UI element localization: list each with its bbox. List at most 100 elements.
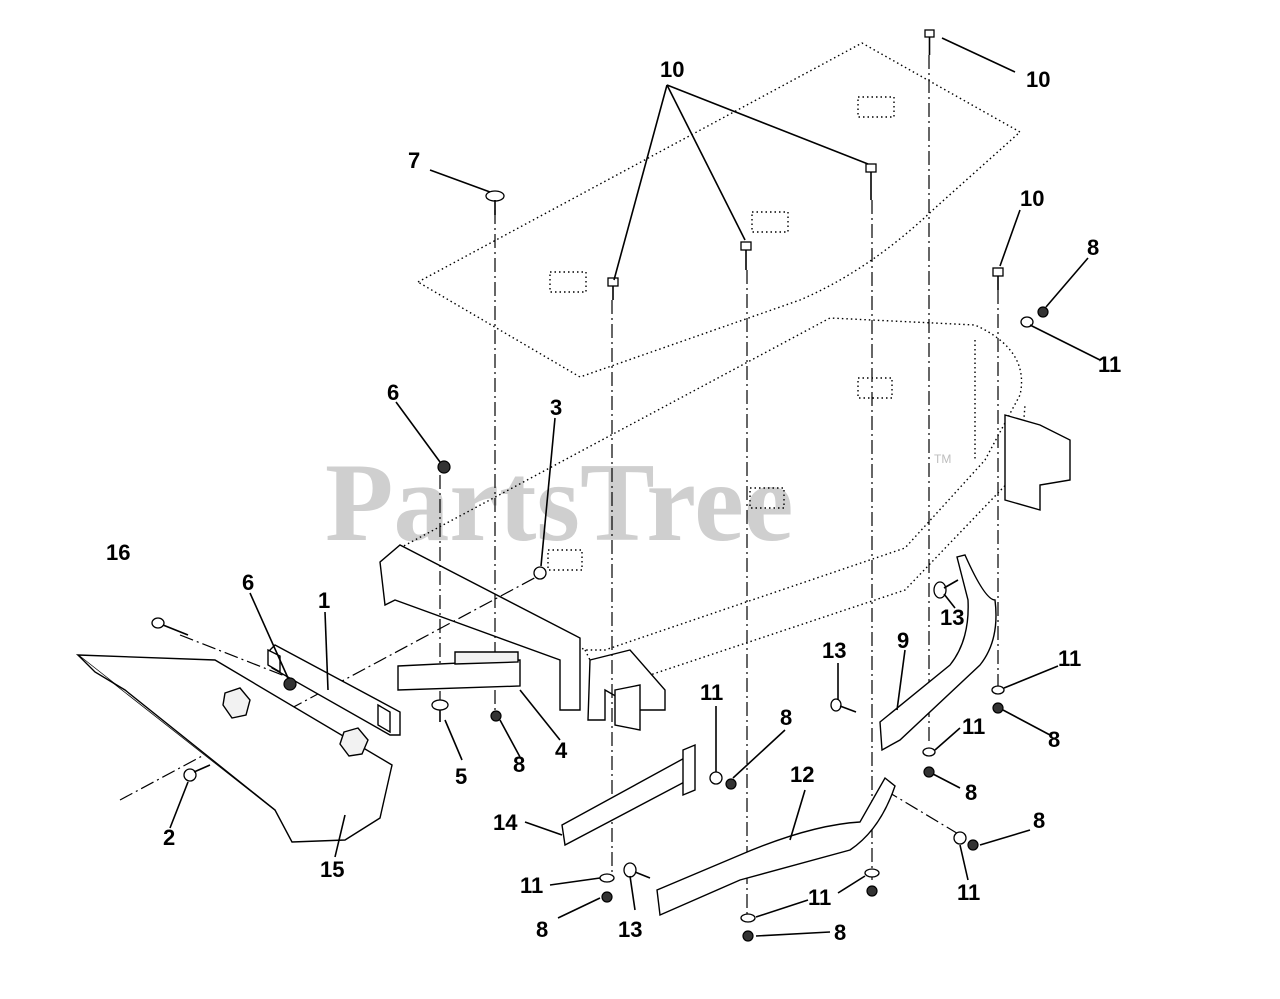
washer-11 [991,685,1005,695]
callout-11-bottom-right: 11 [957,880,980,905]
callout-13-bottom: 13 [618,917,642,942]
curved-baffle-plate [656,776,896,917]
bolt-13-right [933,579,959,599]
alignment-line [884,789,961,836]
part-12-curved-baffle [656,776,896,917]
callout-2: 2 [163,825,175,850]
part-4-baffle [397,651,521,691]
callout-3: 3 [550,395,562,420]
hardware-bolts [151,29,1004,879]
nut-8 [967,839,979,851]
washer-3 [533,566,547,580]
nut-8 [725,778,737,790]
hardware-nuts-washers [283,306,1049,942]
callout-11-center: 11 [700,680,723,705]
washer-11 [740,913,756,923]
alignment-line [119,574,541,801]
watermark-text: PartsTree [325,441,794,565]
deck-housing [398,317,1026,691]
callout-11-upper-right: 11 [1098,352,1121,377]
nut-8 [1037,306,1049,318]
callout-7: 7 [408,148,420,173]
nut-8 [866,885,878,897]
callout-10-top-center: 10 [660,57,684,82]
callout-8-mid-right: 8 [965,780,977,805]
callout-6-lower: 6 [242,570,254,595]
right-hanger-bracket [1004,414,1071,511]
nut-8 [923,766,935,778]
deflector-edge [77,654,276,811]
bolt-13-bottom [623,862,651,879]
bolt-10-center [740,241,752,270]
front-bar-end [377,703,391,734]
callout-10-top-right: 10 [1026,67,1050,92]
callout-12: 12 [790,762,814,787]
washer-11 [1020,316,1034,328]
deflector-hinge-tab [222,687,251,719]
part-1-front-bar [267,644,401,736]
bolt-10-center-right [865,163,877,200]
callout-11-bottom-center: 11 [808,885,831,910]
callout-16: 16 [106,540,130,565]
bolt-10-left [607,277,619,300]
deck-top-outline [398,317,1023,651]
bolt-10-top-right [924,29,935,55]
right-hangers [1004,414,1071,511]
deflector-lip [274,764,393,843]
alignment-line [179,634,296,681]
top-plate-cutout [751,211,789,233]
nut-6 [283,677,297,691]
watermark-trademark: TM [934,452,951,466]
baffle-flange [454,651,519,665]
top-plate-outline [416,42,1022,378]
nut-8 [742,930,754,942]
top-plate-cutouts [549,96,895,293]
bolt-7-carriage [485,190,505,215]
nut-8 [490,710,502,722]
washer-11 [599,873,615,883]
top-plate [416,42,1022,378]
top-plate-cutout [549,271,587,293]
bolt-16 [151,617,189,636]
nut-8 [992,702,1004,714]
callout-13-center: 13 [822,638,846,663]
part-15-deflector [75,654,393,843]
callout-8-center-lower: 8 [780,705,792,730]
deck-cutout [857,377,893,399]
callout-14: 14 [493,810,518,835]
callout-4: 4 [555,738,568,763]
callout-13-right: 13 [940,605,964,630]
bracket-body [379,544,581,711]
nut-8 [601,891,613,903]
part-14-left-baffle [561,743,696,847]
callout-15: 15 [320,857,344,882]
callout-10-right: 10 [1020,186,1044,211]
left-baffle-end [682,743,696,797]
nut-6 [437,460,451,474]
callout-11-bottom-left: 11 [520,873,543,898]
alignment-lines [119,55,999,920]
callout-5: 5 [455,764,467,789]
callout-9: 9 [897,628,909,653]
top-plate-cutout [857,96,895,118]
callout-8-bottom-left: 8 [536,917,548,942]
leader-lines [169,37,1101,937]
callout-11-right: 11 [1058,646,1081,671]
callout-8-bottom-center: 8 [834,920,846,945]
front-center-hangers [587,649,666,731]
washer-11 [864,868,880,878]
callout-1: 1 [318,588,330,613]
part-9-right-baffle [879,554,997,752]
bolt-13-center [830,698,857,713]
bolt-10-right [992,267,1004,290]
right-baffle-plate [879,554,997,752]
callout-8-right: 8 [1048,727,1060,752]
bolt-5-carriage [431,699,449,722]
callout-6-upper: 6 [387,380,399,405]
callout-8-upper-right: 8 [1087,235,1099,260]
front-left-bracket [379,544,581,711]
callout-labels: 10 10 7 10 8 11 6 3 16 6 1 13 13 9 11 8 … [106,57,1121,945]
deck-skirt-outline [584,404,1026,691]
